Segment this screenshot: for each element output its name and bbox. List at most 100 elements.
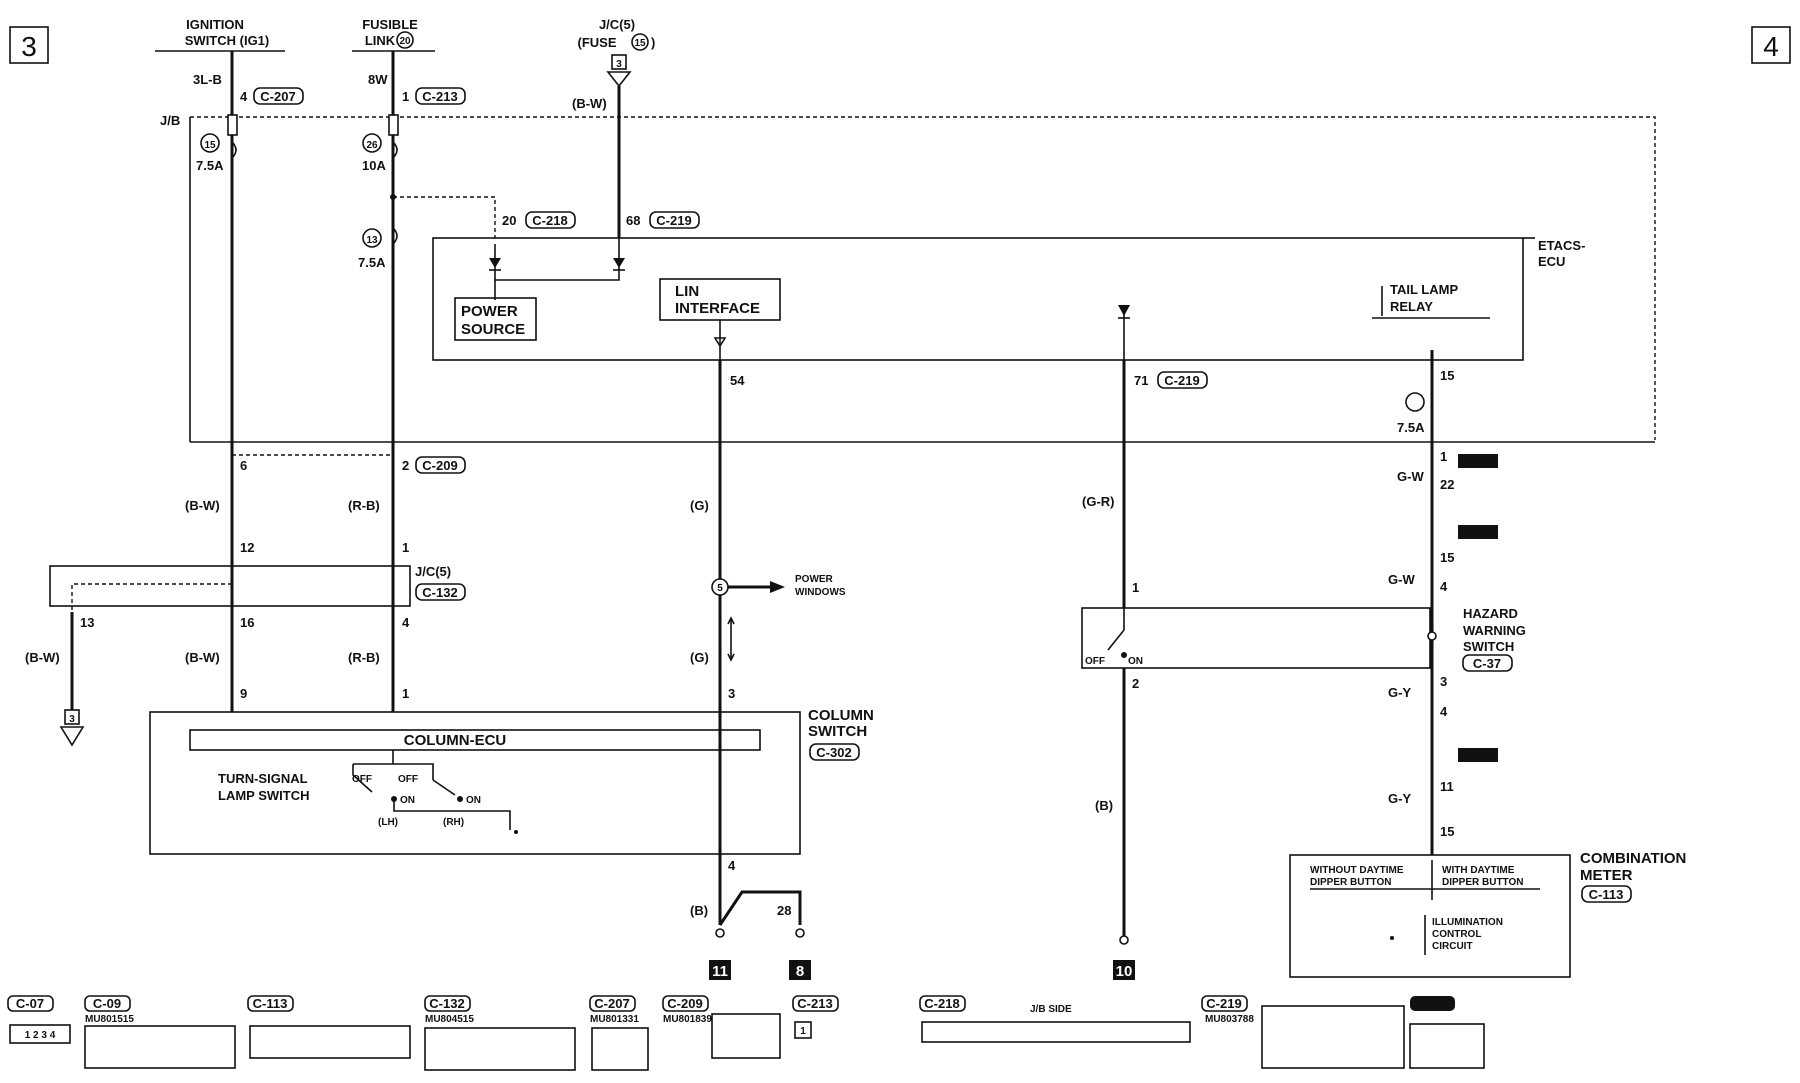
wire-label-g3: G-W: [1388, 572, 1415, 587]
pin-1-jc: 1: [402, 540, 409, 555]
svg-text:LAMP SWITCH: LAMP SWITCH: [218, 788, 309, 803]
conn-c209-tag: C-209: [415, 456, 466, 474]
pin-20: 20: [502, 213, 516, 228]
pin-68: 68: [626, 213, 640, 228]
wire-label-rb2: (R-B): [348, 650, 380, 665]
ignition-label-1: IGNITION: [186, 17, 244, 32]
ground-11: 11: [709, 960, 731, 980]
etacs-title-2: ECU: [1538, 254, 1565, 269]
column-switch-title-2: SWITCH: [808, 723, 867, 740]
fusible-link-source: FUSIBLE LINK 20: [352, 17, 435, 52]
svg-text:WINDOWS: WINDOWS: [795, 587, 846, 598]
jb-label: J/B: [160, 113, 180, 128]
svg-text:OFF: OFF: [1085, 656, 1105, 667]
svg-text:WITH DAYTIME: WITH DAYTIME: [1442, 865, 1515, 876]
svg-text:CONTROL: CONTROL: [1432, 929, 1481, 940]
svg-text:MU801839: MU801839: [663, 1014, 712, 1025]
conn-c213-tag: C-213: [415, 87, 466, 105]
wire-label-bw-top: (B-W): [572, 96, 607, 111]
left-off-page-arrow: 3: [59, 709, 85, 747]
svg-text:C-09: C-09: [93, 996, 121, 1011]
page-marker-right: 4: [1751, 26, 1791, 64]
svg-text:C-209: C-209: [422, 458, 457, 473]
svg-text:SOURCE: SOURCE: [461, 321, 525, 338]
svg-text:C-207: C-207: [594, 996, 629, 1011]
svg-text:MU801515: MU801515: [85, 1014, 134, 1025]
svg-text:(LH): (LH): [378, 817, 398, 828]
svg-text:13: 13: [366, 235, 378, 246]
joint-connector-jc5: J/C(5) C-132: [49, 564, 466, 612]
pin-71: 71: [1134, 373, 1148, 388]
legend-c219: C-219 MU803788: [1201, 995, 1405, 1069]
svg-text:C-213: C-213: [422, 89, 457, 104]
svg-text:DIPPER BUTTON: DIPPER BUTTON: [1310, 877, 1392, 888]
legend-c132: C-132 MU804515: [424, 995, 576, 1071]
svg-text:C-113: C-113: [1589, 887, 1624, 902]
svg-text:11: 11: [712, 963, 728, 980]
svg-text:ON: ON: [1128, 656, 1143, 667]
column-switch: 9 1 3 COLUMN SWITCH C-302 COLUMN-ECU TUR…: [149, 686, 874, 855]
column-ecu-box: [189, 729, 761, 751]
junction-block: J/B: [160, 113, 1656, 443]
svg-text:C-219: C-219: [1206, 996, 1241, 1011]
svg-text:1: 1: [800, 1026, 806, 1037]
wire-label-bw2: (B-W): [185, 650, 220, 665]
pin-1-column: 1: [402, 686, 409, 701]
svg-text:SWITCH: SWITCH: [1463, 639, 1514, 654]
jc-top-label-2: (FUSE: [578, 35, 617, 50]
svg-text:C-07: C-07: [16, 996, 44, 1011]
pin-22: 22: [1440, 477, 1454, 492]
svg-text:ILLUMINATION: ILLUMINATION: [1432, 917, 1503, 928]
svg-text:C-219: C-219: [656, 213, 691, 228]
power-windows-junction: 5 POWER WINDOWS: [711, 574, 846, 662]
pin-1-fusible: 1: [402, 89, 409, 104]
svg-text:C-37: C-37: [1473, 656, 1501, 671]
column-ecu-label: COLUMN-ECU: [404, 732, 507, 749]
wire-label-3lb: 3L-B: [193, 72, 222, 87]
svg-text:C-132: C-132: [429, 996, 464, 1011]
pin-15b: 15: [1440, 550, 1454, 565]
legend-c302: C-302: [1409, 996, 1485, 1069]
wire-label-gr: (G-R): [1082, 494, 1115, 509]
pin-54: 54: [730, 373, 745, 388]
svg-text:DIPPER BUTTON: DIPPER BUTTON: [1442, 877, 1524, 888]
wire-label-rb1: (R-B): [348, 498, 380, 513]
svg-text:MU803788: MU803788: [1205, 1014, 1254, 1025]
ignition-label-2: SWITCH (IG1): [185, 33, 270, 48]
legend-c113: C-113: [247, 995, 411, 1059]
column-switch-title-1: COLUMN: [808, 707, 874, 724]
svg-text:10: 10: [1116, 963, 1133, 980]
svg-text:3: 3: [69, 714, 75, 725]
pin-15-right: 15: [1440, 368, 1454, 383]
svg-text:1 2 3 4: 1 2 3 4: [25, 1030, 56, 1041]
legend-c209: C-209 MU801839: [662, 995, 781, 1059]
ignition-switch-source: IGNITION SWITCH (IG1): [155, 17, 285, 52]
svg-text:ON: ON: [466, 795, 481, 806]
svg-text:10A: 10A: [362, 158, 386, 173]
wire-label-g5: G-Y: [1388, 791, 1411, 806]
dash-fuse-to-etacs: [393, 196, 496, 238]
jc5-fuse15-source: J/C(5) (FUSE 15 ) 3: [578, 17, 655, 88]
pin-28: 28: [777, 903, 791, 918]
svg-text:J/B SIDE: J/B SIDE: [1030, 1004, 1072, 1015]
pin-12: 12: [240, 540, 254, 555]
pin-15c: 15: [1440, 824, 1454, 839]
pin-11: 11: [1440, 779, 1454, 794]
pin-4-ignition: 4: [240, 89, 248, 104]
wire-label-gw: G-W: [1397, 469, 1424, 484]
pin-1-right: 1: [1440, 449, 1447, 464]
legend-c213: C-213 1: [792, 995, 839, 1039]
connector-legend: C-07 1 2 3 4 C-09 MU801515 C-113 C-132 M…: [7, 995, 1485, 1071]
svg-text:TAIL LAMP: TAIL LAMP: [1390, 282, 1458, 297]
svg-text:C-218: C-218: [532, 213, 567, 228]
ground-8: 8: [789, 960, 811, 980]
svg-text:CIRCUIT: CIRCUIT: [1432, 941, 1473, 952]
svg-text:C-302: C-302: [1414, 996, 1449, 1011]
pin-3-column: 3: [728, 686, 735, 701]
legend-c218: C-218 J/B SIDE: [919, 995, 1191, 1043]
fuse-right-amp: 7.5A: [1397, 420, 1425, 435]
fuse-13: 13 7.5A: [358, 194, 398, 270]
pin-9: 9: [240, 686, 247, 701]
fuse-26: 26 10A: [362, 114, 399, 173]
fusible-label-2: LINK: [365, 33, 396, 48]
